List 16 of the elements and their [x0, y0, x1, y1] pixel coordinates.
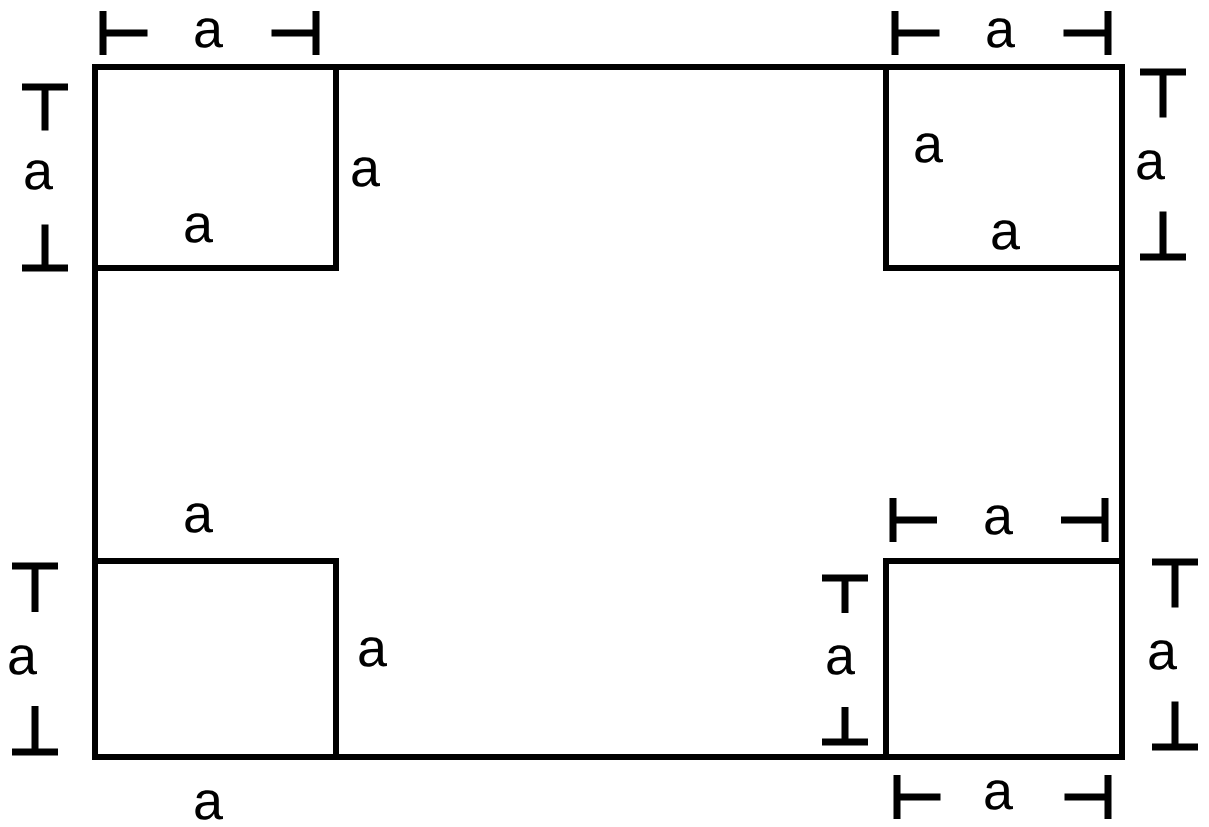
- dimension-label: a: [9, 645, 37, 675]
- dimension-label: a: [352, 157, 380, 187]
- dimension-label: a: [359, 637, 387, 667]
- dimension-label: a: [985, 780, 1013, 810]
- dimension-label: a: [915, 133, 943, 163]
- dimension-label: a: [185, 503, 213, 533]
- dimension-label: a: [185, 213, 213, 243]
- dimension-label: a: [195, 790, 223, 820]
- dimension-label: a: [25, 160, 53, 190]
- dimension-label: a: [985, 505, 1013, 535]
- dimension-label: a: [827, 645, 855, 675]
- dimension-label: a: [987, 18, 1015, 48]
- dimension-label: a: [195, 18, 223, 48]
- dimension-label: a: [992, 220, 1020, 250]
- dimension-label: a: [1137, 150, 1165, 180]
- dimension-label: a: [1149, 640, 1177, 670]
